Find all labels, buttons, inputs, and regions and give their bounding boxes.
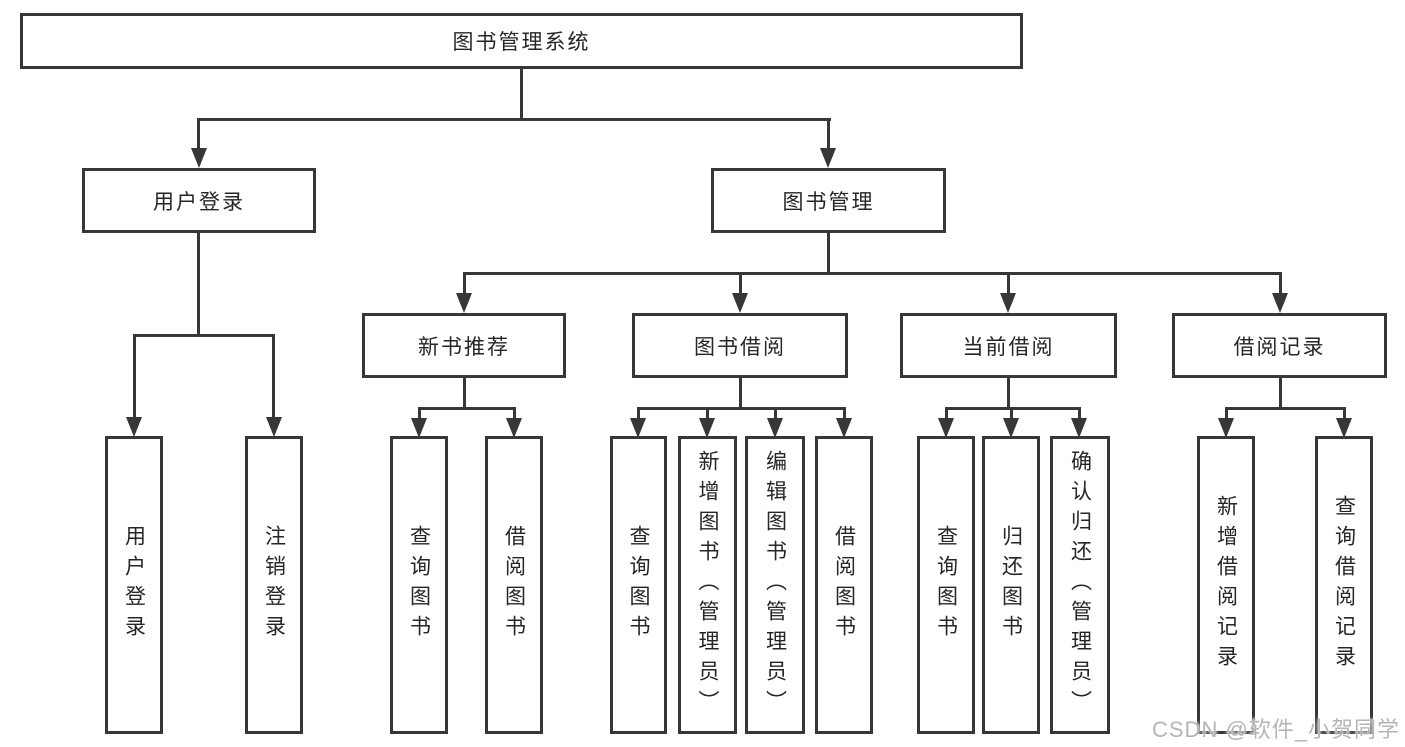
connector-stem: [463, 378, 466, 410]
leaf-borrow-books-borrow: 借阅图书: [815, 436, 873, 734]
connector-drop-level3: [1279, 272, 1282, 297]
connector-drop-user-login: [197, 118, 200, 150]
leaf-borrow-books-borrow-label: 借阅图书: [832, 525, 856, 645]
connector-drop-leaf: [1078, 407, 1081, 420]
connector-drop-leaf: [513, 407, 516, 420]
node-current-borrow-label: 当前借阅: [962, 335, 1055, 359]
arrow-down-icon: [732, 293, 748, 313]
leaf-return-book: 归还图书: [982, 436, 1040, 734]
arrow-down-icon: [938, 418, 954, 438]
connector-rail: [945, 407, 1081, 410]
connector-drop-level3: [463, 272, 466, 297]
node-user-login-label: 用户登录: [153, 190, 245, 214]
node-new-book-recommend-label: 新书推荐: [418, 335, 510, 359]
leaf-query-books-borrow: 查询图书: [610, 436, 667, 734]
connector-user-login-rail: [133, 334, 275, 337]
connector-rail: [637, 407, 846, 410]
connector-stem: [1279, 378, 1282, 410]
node-book-mgmt-label: 图书管理: [782, 190, 875, 214]
csdn-watermark: CSDN @软件_小贺同学: [1152, 717, 1401, 742]
node-user-login: 用户登录: [82, 168, 316, 233]
arrow-down-icon: [820, 148, 836, 168]
arrow-down-icon: [836, 418, 852, 438]
arrow-down-icon: [1218, 418, 1234, 438]
node-root: 图书管理系统: [20, 13, 1023, 69]
connector-stem: [1007, 378, 1010, 410]
leaf-logout-label: 注销登录: [262, 525, 286, 645]
connector-rail: [1225, 407, 1345, 410]
leaf-query-books-borrow-label: 查询图书: [627, 525, 650, 645]
connector-level3-rail: [463, 272, 1281, 275]
leaf-query-borrow-record: 查询借阅记录: [1315, 436, 1373, 734]
connector-rail: [418, 407, 516, 410]
arrow-down-icon: [1003, 418, 1019, 438]
connector-drop-leaf: [1010, 407, 1013, 420]
connector-drop-leaf: [706, 407, 709, 420]
leaf-edit-book-admin-label: 编辑图书（管理员）: [763, 450, 787, 720]
connector-stem: [739, 378, 742, 410]
node-borrow-records: 借阅记录: [1172, 313, 1387, 378]
arrow-down-icon: [1000, 293, 1016, 313]
connector-root-stem: [520, 68, 523, 120]
arrow-down-icon: [1071, 418, 1087, 438]
leaf-add-book-admin-label: 新增图书（管理员）: [696, 450, 719, 720]
leaf-add-borrow-record: 新增借阅记录: [1197, 436, 1255, 734]
connector-drop-leaf: [272, 334, 275, 420]
leaf-user-login-label: 用户登录: [122, 525, 146, 645]
connector-level2-rail: [197, 118, 831, 121]
node-new-book-recommend: 新书推荐: [362, 313, 566, 378]
connector-drop-leaf: [1225, 407, 1228, 420]
connector-drop-level3: [1007, 272, 1010, 297]
connector-book-mgmt-stem: [827, 233, 830, 274]
connector-drop-leaf: [774, 407, 777, 420]
node-book-borrow: 图书借阅: [632, 313, 848, 378]
arrow-down-icon: [767, 418, 783, 438]
node-book-borrow-label: 图书借阅: [694, 335, 786, 359]
arrow-down-icon: [126, 417, 142, 437]
connector-drop-leaf: [418, 407, 421, 420]
arrow-down-icon: [411, 418, 427, 438]
arrow-down-icon: [630, 418, 646, 438]
connector-user-login-stem: [197, 233, 200, 336]
connector-drop-leaf: [1343, 407, 1346, 420]
arrow-down-icon: [506, 418, 522, 438]
arrow-down-icon: [191, 148, 207, 168]
connector-drop-book-mgmt: [827, 118, 830, 150]
arrow-down-icon: [266, 417, 282, 437]
leaf-edit-book-admin: 编辑图书（管理员）: [745, 436, 805, 734]
node-root-label: 图书管理系统: [452, 31, 591, 54]
leaf-confirm-return-admin-label: 确认归还（管理员）: [1068, 450, 1092, 720]
node-borrow-records-label: 借阅记录: [1233, 335, 1326, 359]
leaf-borrow-books-recommend: 借阅图书: [485, 436, 543, 734]
leaf-user-login: 用户登录: [105, 436, 163, 734]
leaf-add-book-admin: 新增图书（管理员）: [678, 436, 737, 734]
connector-drop-level3: [739, 272, 742, 297]
connector-drop-leaf: [637, 407, 640, 420]
leaf-logout: 注销登录: [245, 436, 303, 734]
leaf-query-books-current: 查询图书: [917, 436, 975, 734]
leaf-query-books-recommend-label: 查询图书: [407, 525, 431, 645]
leaf-query-books-recommend: 查询图书: [390, 436, 448, 734]
connector-drop-leaf: [843, 407, 846, 420]
arrow-down-icon: [1272, 293, 1288, 313]
leaf-borrow-books-recommend-label: 借阅图书: [502, 525, 526, 645]
arrow-down-icon: [699, 418, 715, 438]
arrow-down-icon: [1336, 418, 1352, 438]
leaf-query-books-current-label: 查询图书: [934, 525, 958, 645]
node-book-mgmt: 图书管理: [711, 168, 946, 233]
node-current-borrow: 当前借阅: [900, 313, 1117, 378]
leaf-add-borrow-record-label: 新增借阅记录: [1214, 495, 1238, 675]
connector-drop-leaf: [133, 334, 136, 420]
leaf-confirm-return-admin: 确认归还（管理员）: [1050, 436, 1110, 734]
leaf-return-book-label: 归还图书: [999, 525, 1023, 645]
leaf-query-borrow-record-label: 查询借阅记录: [1332, 495, 1356, 675]
arrow-down-icon: [456, 293, 472, 313]
connector-drop-leaf: [945, 407, 948, 420]
